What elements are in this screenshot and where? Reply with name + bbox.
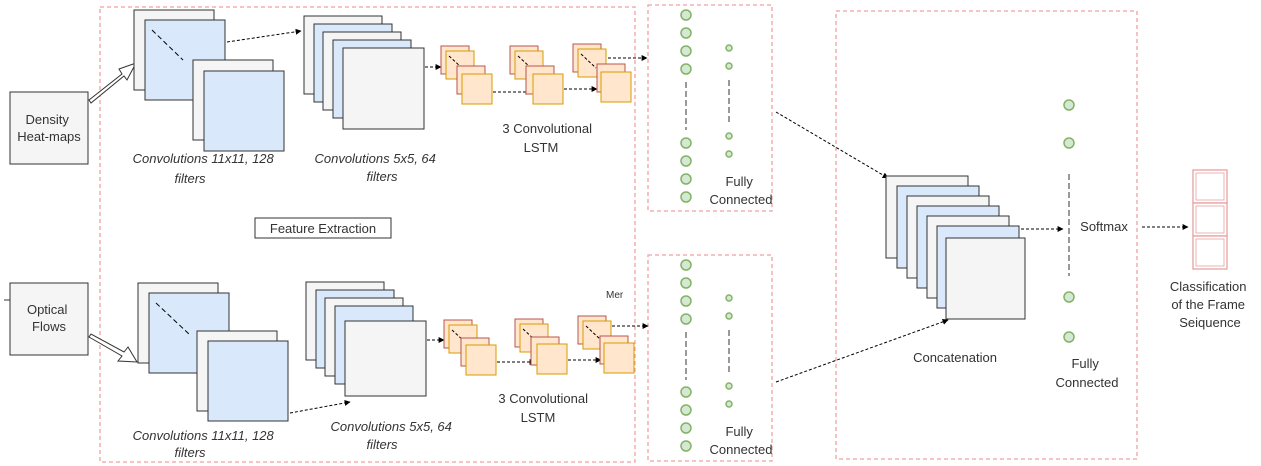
bottom-lstm-label: 3 Convolutional LSTM	[498, 391, 591, 425]
optical-flows-label: Optical Flows	[27, 302, 71, 334]
bottom-lstm-cell-3	[577, 315, 635, 374]
bottom-fc-label: Fully Connected	[710, 424, 773, 457]
bottom-conv5-label: Convolutions 5x5, 64 filters	[330, 419, 455, 452]
final-fc-label: Fully Connected	[1056, 356, 1119, 390]
output-label: Classification of the Frame Seiquence	[1170, 279, 1250, 330]
top-conv11-to-conv5-arrow	[226, 28, 302, 43]
bottom-fc-region	[647, 254, 773, 462]
concatenation-stack	[885, 175, 1026, 320]
top-fc-label: Fully Connected	[710, 174, 773, 207]
top-conv5-label: Convolutions 5x5, 64 filters	[314, 151, 439, 184]
bottom-lstm-cell-1	[443, 319, 497, 376]
top-conv5-stack	[303, 15, 425, 130]
top-lstm-label: 3 Convolutional LSTM	[502, 121, 595, 155]
feature-extraction-region	[99, 6, 636, 463]
concatenation-label: Concatenation	[913, 350, 997, 365]
top-fc-region	[647, 4, 773, 212]
top-fc-to-concat-arrow	[775, 111, 889, 179]
final-fc-nodes	[1063, 99, 1075, 343]
bottom-fc-nodes	[680, 259, 733, 452]
top-conv11-label: Convolutions 11x11, 128 filters	[133, 151, 278, 186]
bottom-lstm-cell-2	[514, 318, 568, 375]
output-vector	[1192, 169, 1228, 270]
density-heatmaps-label: Density Heat-maps	[17, 112, 81, 144]
output-vector-inner	[1195, 172, 1225, 267]
top-lstm-cell-2	[509, 45, 564, 105]
top-lstm-cell-3	[572, 43, 632, 103]
softmax-label: Softmax	[1080, 219, 1128, 234]
feature-extraction-label: Feature Extraction	[270, 221, 376, 236]
density-heatmaps-input	[9, 91, 89, 165]
top-fc-nodes	[680, 9, 733, 203]
bottom-conv11-label: Convolutions 11x11, 128 filters	[133, 428, 278, 460]
classifier-region	[835, 10, 1138, 460]
bottom-input-arrow	[88, 333, 138, 363]
bottom-conv11-stack	[137, 282, 289, 422]
top-conv11-stack	[133, 9, 285, 152]
feature-extraction-box	[254, 217, 392, 239]
optical-flows-input	[9, 282, 89, 356]
top-lstm-cell-1	[440, 45, 493, 105]
bottom-stray-label: Mer	[606, 290, 624, 301]
top-input-arrow	[88, 62, 138, 104]
bottom-conv5-stack	[305, 281, 427, 397]
bottom-conv11-to-conv5-arrow	[289, 400, 351, 414]
bottom-fc-to-concat-arrow	[775, 319, 949, 383]
